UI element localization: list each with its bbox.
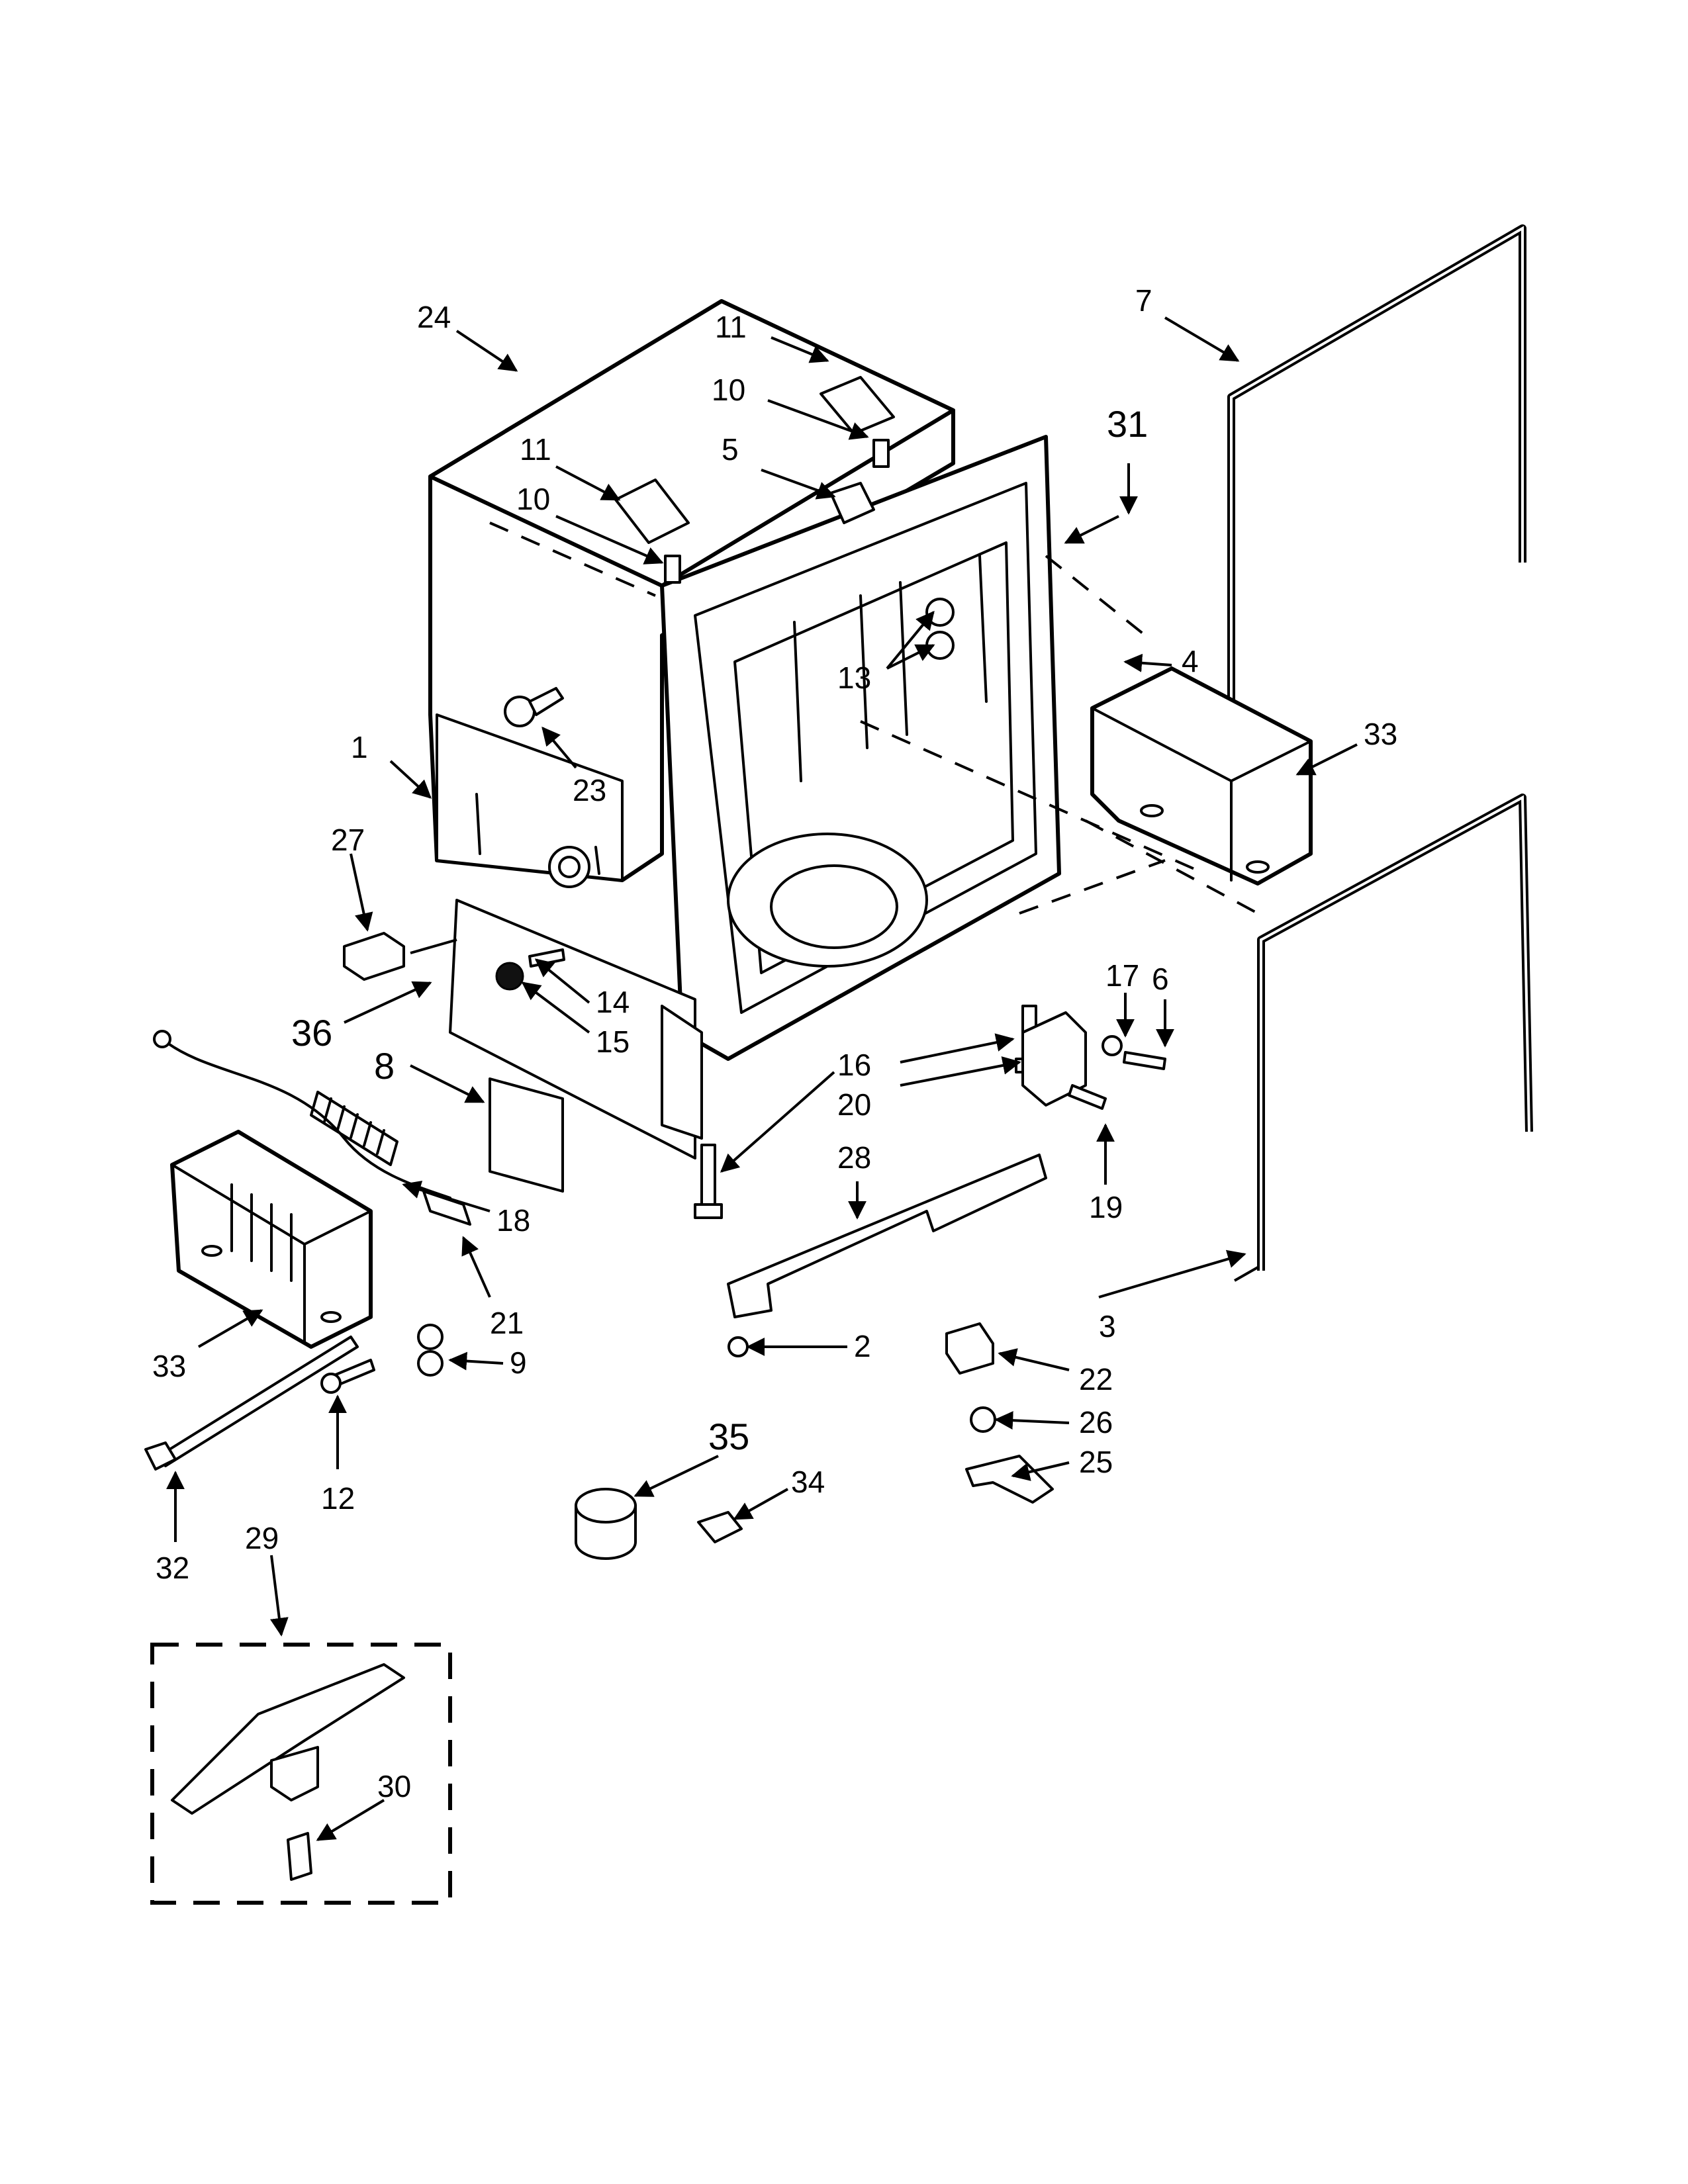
callout-6: 6 <box>1152 962 1169 996</box>
grommet-9a <box>417 1324 444 1350</box>
callout-28: 28 <box>837 1140 871 1175</box>
callout-10-left: 10 <box>516 482 550 516</box>
screw-10-left <box>664 555 681 584</box>
callout-23: 23 <box>573 773 606 807</box>
callout-21: 21 <box>490 1306 524 1340</box>
screw-19 <box>1068 1084 1107 1110</box>
grommet-13a <box>925 598 955 627</box>
callout-35: 35 <box>708 1416 749 1457</box>
callout-9: 9 <box>510 1345 527 1380</box>
door-gasket-7 <box>1227 224 1526 728</box>
callout-33-left: 33 <box>152 1349 186 1383</box>
spray-arm-29 <box>171 1663 405 1815</box>
callout-24: 24 <box>417 300 451 334</box>
tie-strap-32 <box>144 1336 359 1471</box>
clip-34 <box>697 1511 743 1543</box>
callout-18: 18 <box>496 1203 530 1238</box>
clip-27 <box>343 932 405 981</box>
callout-11-top: 11 <box>715 310 747 344</box>
callout-27: 27 <box>331 823 365 857</box>
spring-18 <box>310 1091 399 1166</box>
callout-25: 25 <box>1079 1445 1113 1479</box>
callout-17: 17 <box>1105 958 1139 993</box>
callout-3: 3 <box>1099 1309 1116 1343</box>
callout-20: 20 <box>837 1087 871 1122</box>
callout-14: 14 <box>596 985 630 1019</box>
grommet-9b <box>417 1350 444 1377</box>
callout-31: 31 <box>1107 403 1148 445</box>
label-8 <box>489 1077 564 1193</box>
callout-15: 15 <box>596 1024 630 1059</box>
callout-5: 5 <box>722 432 739 467</box>
leader-lines <box>166 316 1358 1841</box>
front-leg <box>661 1005 703 1140</box>
callout-10-top: 10 <box>712 373 745 407</box>
callout-32: 32 <box>156 1551 189 1585</box>
callout-2: 2 <box>854 1329 871 1363</box>
sensor-26 <box>970 1406 996 1433</box>
callout-16: 16 <box>837 1048 871 1082</box>
callout-36: 36 <box>291 1012 332 1054</box>
tub-top <box>428 299 955 588</box>
bracket-25 <box>965 1455 1054 1504</box>
callout-1: 1 <box>351 730 368 764</box>
callout-7: 7 <box>1135 283 1152 318</box>
callout-13: 13 <box>837 660 871 695</box>
clip-5 <box>829 482 875 524</box>
switch-22 <box>945 1322 994 1375</box>
nut-15 <box>495 962 524 991</box>
washer-17 <box>1102 1035 1123 1056</box>
callout-34: 34 <box>791 1465 825 1499</box>
bracket-20 <box>1021 1011 1087 1107</box>
callout-26: 26 <box>1079 1405 1113 1439</box>
callout-33-right: 33 <box>1364 717 1397 751</box>
callout-22: 22 <box>1079 1362 1113 1396</box>
callout-4: 4 <box>1182 644 1199 678</box>
screw-10-right <box>872 439 890 468</box>
base-bracket <box>449 899 696 1160</box>
leveling-leg-16b <box>694 1144 723 1219</box>
tub-gasket-3 <box>1257 794 1533 1271</box>
callout-12: 12 <box>321 1481 355 1516</box>
shield-28 <box>727 1154 1047 1318</box>
panel-33-left <box>170 1130 373 1349</box>
float-35 <box>575 1488 637 1560</box>
kit-box-29 <box>150 1643 452 1905</box>
callout-11-left: 11 <box>520 432 551 467</box>
screw-6 <box>1123 1051 1166 1070</box>
hinge-plate-right <box>820 376 895 435</box>
tub-sump-inner <box>770 864 898 949</box>
hinge-plate-left <box>614 478 690 544</box>
callout-29: 29 <box>245 1521 279 1555</box>
callout-19: 19 <box>1089 1190 1123 1224</box>
bolt-2 <box>727 1336 749 1357</box>
part-30 <box>287 1832 312 1881</box>
tub-lower-shield <box>436 713 624 882</box>
callout-8: 8 <box>374 1045 395 1087</box>
callout-30: 30 <box>377 1769 411 1803</box>
tub-assembly <box>428 299 1258 1160</box>
callout-labels: 24 11 10 5 11 10 7 31 4 13 33 1 23 27 36… <box>152 283 1397 1803</box>
panel-33-right <box>1090 666 1313 886</box>
